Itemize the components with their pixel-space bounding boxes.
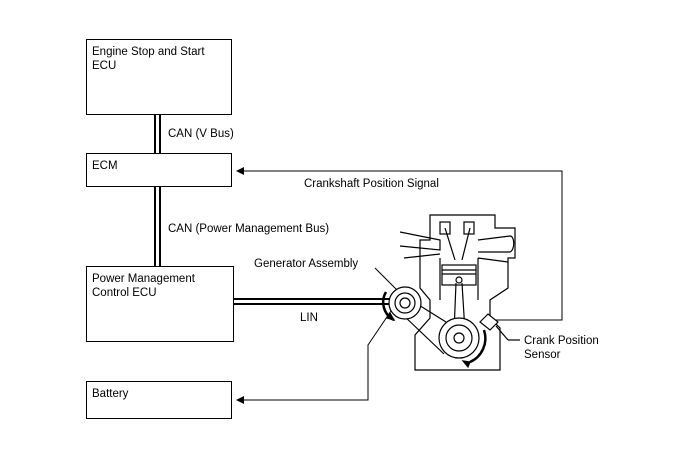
generator-leader-line: [374, 267, 398, 291]
battery-charge-wire: [236, 304, 396, 404]
generator-assembly-label: Generator Assembly: [254, 258, 359, 270]
can-power-bus-label: CAN (Power Management Bus): [168, 223, 330, 235]
can-v-bus-wire: [154, 115, 161, 153]
lin-wire: [233, 298, 393, 305]
crankshaft-signal-wire: [236, 167, 563, 321]
can-power-bus-wire: [154, 186, 161, 266]
power-management-ecu-box: Power Management Control ECU: [86, 266, 234, 342]
battery-box: Battery: [86, 381, 232, 419]
battery-label: Battery: [92, 388, 129, 400]
crankshaft-signal-label: Crankshaft Position Signal: [304, 178, 439, 190]
power-management-ecu-label: Power Management Control ECU: [92, 273, 195, 299]
ecm-label: ECM: [92, 160, 118, 172]
ecm-box: ECM: [86, 153, 232, 187]
engine-stop-start-ecu-label: Engine Stop and Start ECU: [92, 46, 205, 72]
lin-label: LIN: [300, 312, 318, 324]
crank-position-sensor-label: Crank Position Sensor: [524, 335, 599, 361]
can-v-bus-label: CAN (V Bus): [168, 128, 234, 140]
engine-illustration: [381, 214, 520, 371]
engine-stop-start-ecu-box: Engine Stop and Start ECU: [86, 39, 232, 115]
